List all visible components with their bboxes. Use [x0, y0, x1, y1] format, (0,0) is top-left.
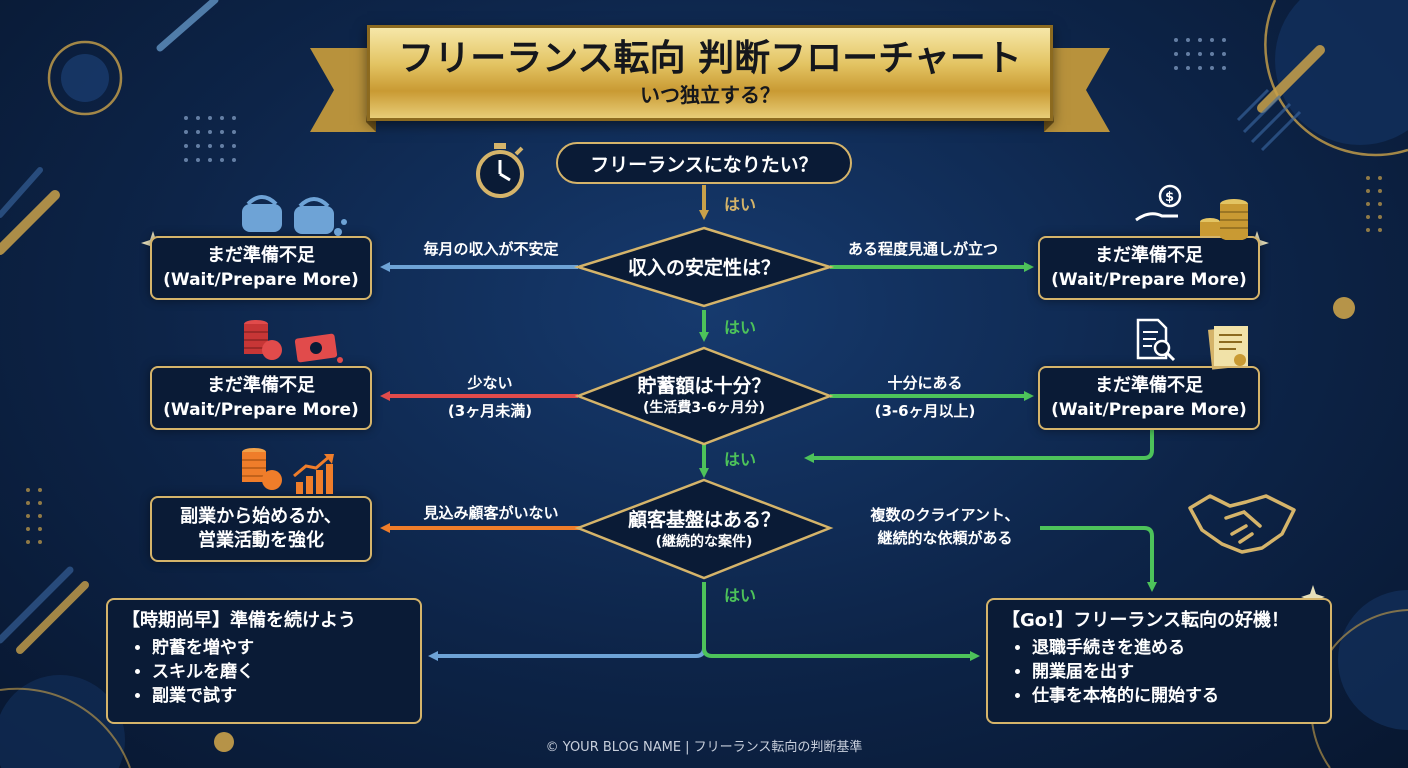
edge-label-savings-left-1: 少ない: [467, 374, 513, 392]
yes-label-clients: はい: [724, 586, 757, 605]
outcome-side-job: 副業から始めるか、 営業活動を強化: [150, 496, 372, 562]
outcome-not-ready-4: まだ準備不足 (Wait/Prepare More): [1038, 366, 1260, 430]
money-hand-icon: $: [1135, 184, 1182, 222]
list-item: 副業で試す: [152, 684, 406, 708]
edge-label-savings-left-2: (3ヶ月未満): [447, 402, 533, 420]
outcome-go: 【Go!】フリーランス転向の好機！ 退職手続きを進める 開業届を出す 仕事を本格…: [986, 598, 1332, 724]
edge-label-clients-right-1: 複数のクライアント、: [870, 506, 1020, 524]
outcome-not-ready-2-line2: (Wait/Prepare More): [1051, 270, 1247, 290]
decision-savings-label: 貯蓄額は十分？: [637, 375, 771, 397]
list-item: スキルを磨く: [152, 660, 406, 684]
coin-stack-icon: [1200, 199, 1248, 240]
list-item: 仕事を本格的に開始する: [1032, 684, 1316, 708]
decision-savings-shape: [574, 346, 834, 446]
growth-chart-icon: [293, 454, 334, 494]
yes-label-start: はい: [724, 195, 757, 214]
outcome-go-heading: 【Go!】フリーランス転向の好機！: [1002, 610, 1289, 631]
edge-clients-right: [1040, 526, 1157, 592]
wallet-icon: [242, 195, 347, 236]
outcome-go-list: 退職手続きを進める 開業届を出す 仕事を本格的に開始する: [1002, 636, 1316, 708]
edge-clients-premature: [428, 582, 706, 661]
certificate-icon: [1208, 326, 1248, 370]
decision-savings: 貯蓄額は十分？ (生活費3-6ヶ月分): [598, 374, 810, 418]
edge-savings-return: [804, 430, 1154, 463]
outcome-premature-heading: 【時期尚早】準備を続けよう: [122, 610, 356, 631]
decision-clients-shape: [574, 478, 834, 580]
banner-plate: フリーランス転向 判断フローチャート いつ独立する？: [367, 25, 1053, 121]
outcome-not-ready-3: まだ準備不足 (Wait/Prepare More): [150, 366, 372, 430]
decision-clients-sublabel: (継続的な案件): [655, 534, 753, 550]
edge-label-savings-right-1: 十分にある: [887, 374, 963, 392]
edge-label-income-right: ある程度見通しが立つ: [847, 240, 998, 258]
edge-label-income-left: 毎月の収入が不安定: [423, 240, 559, 258]
outcome-not-ready-2: まだ準備不足 (Wait/Prepare More): [1038, 236, 1260, 300]
handshake-icon: [1188, 494, 1296, 554]
edge-label-savings-right-2: (3-6ヶ月以上): [874, 402, 976, 420]
document-search-icon: [1136, 318, 1176, 362]
outcome-not-ready-1-line1: まだ準備不足: [207, 245, 315, 266]
coin-stack-icon: [242, 448, 282, 490]
decision-clients-label: 顧客基盤はある？: [627, 509, 780, 531]
outcome-not-ready-4-line2: (Wait/Prepare More): [1051, 400, 1247, 420]
edge-label-clients-right-2: 継続的な依頼がある: [877, 529, 1013, 547]
cash-icon: [294, 333, 343, 363]
yes-label-savings: はい: [724, 450, 757, 469]
decision-income: 収入の安定性は？: [598, 256, 810, 280]
list-item: 開業届を出す: [1032, 660, 1316, 684]
coins-icon: [244, 320, 282, 360]
page-title: フリーランス転向 判断フローチャート: [398, 38, 1022, 79]
outcome-not-ready-1: まだ準備不足 (Wait/Prepare More): [150, 236, 372, 300]
start-node: フリーランスになりたい？: [556, 142, 852, 184]
outcome-premature-list: 貯蓄を増やす スキルを磨く 副業で試す: [122, 636, 406, 708]
outcome-not-ready-4-line1: まだ準備不足: [1095, 375, 1203, 396]
outcome-side-job-line1: 副業から始めるか、: [180, 506, 342, 527]
stopwatch-icon: [476, 143, 524, 198]
outcome-not-ready-3-line1: まだ準備不足: [207, 375, 315, 396]
title-banner: フリーランス転向 判断フローチャート いつ独立する？: [310, 22, 1110, 140]
footer-credit: © YOUR BLOG NAME | フリーランス転向の判断基準: [545, 740, 863, 755]
outcome-not-ready-3-line2: (Wait/Prepare More): [163, 400, 359, 420]
edge-label-clients-left: 見込み顧客がいない: [423, 504, 559, 522]
yes-label-income: はい: [724, 318, 757, 337]
decision-income-label: 収入の安定性は？: [627, 257, 780, 279]
svg-text:$: $: [1165, 190, 1174, 205]
decision-clients: 顧客基盤はある？ (継続的な案件): [598, 508, 810, 552]
decision-savings-sublabel: (生活費3-6ヶ月分): [642, 400, 766, 416]
outcome-not-ready-1-line2: (Wait/Prepare More): [163, 270, 359, 290]
list-item: 貯蓄を増やす: [152, 636, 406, 660]
page-subtitle: いつ独立する？: [640, 83, 780, 107]
list-item: 退職手続きを進める: [1032, 636, 1316, 660]
start-node-label: フリーランスになりたい？: [590, 153, 818, 176]
outcome-premature: 【時期尚早】準備を続けよう 貯蓄を増やす スキルを磨く 副業で試す: [106, 598, 422, 724]
edge-clients-go: [702, 582, 980, 661]
outcome-side-job-line2: 営業活動を強化: [198, 530, 324, 551]
outcome-not-ready-2-line1: まだ準備不足: [1095, 245, 1203, 266]
decision-income-shape: [573, 226, 835, 308]
